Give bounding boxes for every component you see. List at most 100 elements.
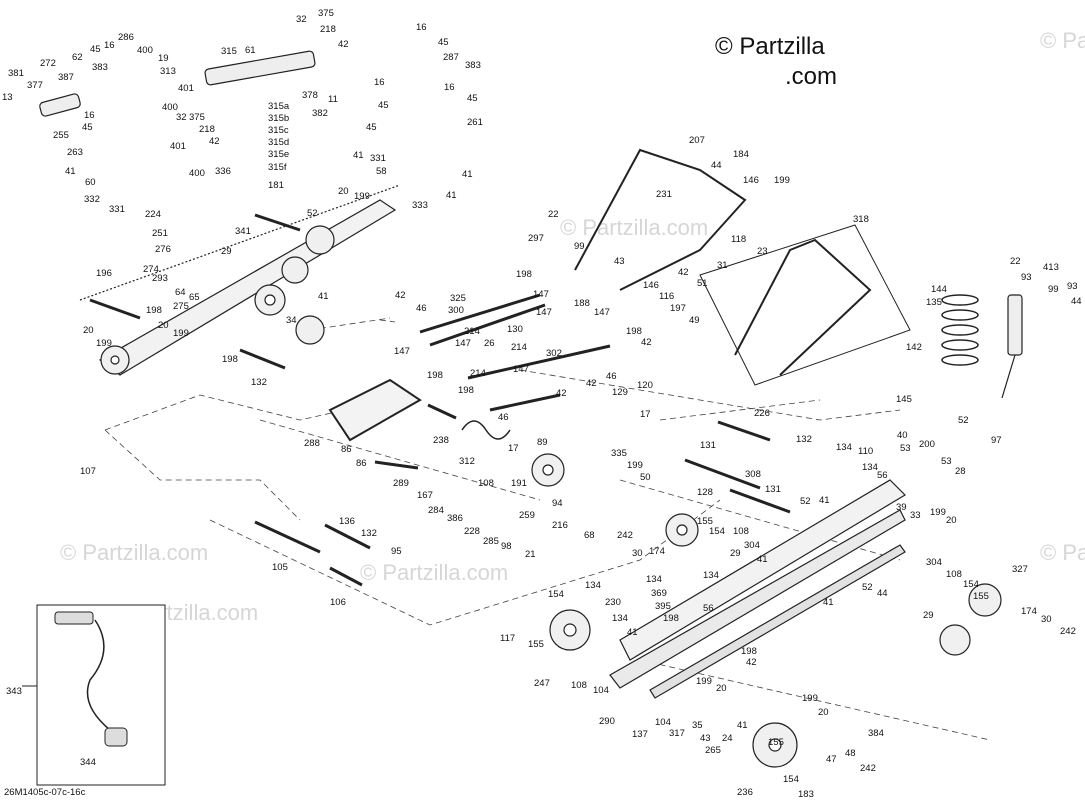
part-callout: 155 <box>768 737 784 748</box>
part-callout: 45 <box>90 44 101 55</box>
part-callout: 29 <box>923 610 934 621</box>
part-callout: 47 <box>826 754 837 765</box>
part-callout: 275 <box>173 301 189 312</box>
part-callout: 56 <box>877 470 888 481</box>
part-callout: 68 <box>584 530 595 541</box>
part-callout: 29 <box>730 548 741 559</box>
part-callout: 261 <box>467 117 483 128</box>
part-callout: 147 <box>394 346 410 357</box>
rail-beam <box>79 184 906 699</box>
part-callout: 145 <box>896 394 912 405</box>
part-callout: 218 <box>320 24 336 35</box>
part-callout: 53 <box>900 443 911 454</box>
watermark: © Partzilla.com <box>560 215 708 240</box>
part-callout: 272 <box>40 58 56 69</box>
part-callout: 17 <box>508 443 519 454</box>
part-callout: 142 <box>906 342 922 353</box>
part-callout: 207 <box>689 135 705 146</box>
part-callout: 130 <box>507 324 523 335</box>
part-callout: 315e <box>268 149 289 160</box>
springs <box>461 294 979 440</box>
part-callout: 98 <box>501 541 512 552</box>
part-callout: 33 <box>910 510 921 521</box>
part-callout: 20 <box>338 186 349 197</box>
part-callout: 198 <box>146 305 162 316</box>
part-callout: 154 <box>709 526 725 537</box>
part-callout: 20 <box>716 683 727 694</box>
part-callout: 218 <box>199 124 215 135</box>
part-callout: 17 <box>640 409 651 420</box>
part-callout: 288 <box>304 438 320 449</box>
part-callout: 274 <box>143 264 159 275</box>
part-callout: 52 <box>307 208 318 219</box>
part-callout: 134 <box>585 580 601 591</box>
shafts-and-bars <box>89 213 791 587</box>
part-callout: 199 <box>802 693 818 704</box>
part-callout: 293 <box>152 273 168 284</box>
part-callout: 19 <box>158 53 169 64</box>
part-callout: 20 <box>158 320 169 331</box>
part-callout: 64 <box>175 287 186 298</box>
part-callout: 105 <box>272 562 288 573</box>
part-callout: 375 <box>189 112 205 123</box>
part-callout: 131 <box>765 484 781 495</box>
part-callout: 400 <box>189 168 205 179</box>
part-callout: 147 <box>533 289 549 300</box>
part-callout: 188 <box>574 298 590 309</box>
part-callout: 315f <box>268 162 287 173</box>
part-callout: 52 <box>800 496 811 507</box>
part-callout: 199 <box>354 191 370 202</box>
part-callout: 42 <box>209 136 220 147</box>
brand-line-1: © Partzilla <box>715 33 825 60</box>
part-callout: 181 <box>268 180 284 191</box>
part-callout: 155 <box>697 516 713 527</box>
part-callout: 302 <box>546 348 562 359</box>
part-callout: 336 <box>215 166 231 177</box>
part-callout: 43 <box>614 256 625 267</box>
part-callout: 16 <box>104 40 115 51</box>
part-callout: 99 <box>574 241 585 252</box>
part-callout: 42 <box>338 39 349 50</box>
rear-arm-inset <box>699 224 911 386</box>
part-callout: 154 <box>548 589 564 600</box>
part-callout: 134 <box>836 442 852 453</box>
part-callout: 259 <box>519 510 535 521</box>
part-callout: 42 <box>556 388 567 399</box>
part-callout: 198 <box>741 646 757 657</box>
part-callout: 200 <box>919 439 935 450</box>
part-callout: 41 <box>737 720 748 731</box>
part-callout: 341 <box>235 226 251 237</box>
part-callout: 95 <box>391 546 402 557</box>
part-callout: 400 <box>137 45 153 56</box>
part-callout: 184 <box>733 149 749 160</box>
part-callout: 94 <box>552 498 563 509</box>
part-callout: 93 <box>1067 281 1078 292</box>
part-callout: 369 <box>651 588 667 599</box>
part-callout: 16 <box>374 77 385 88</box>
part-callout: 41 <box>819 495 830 506</box>
part-callout: 106 <box>330 597 346 608</box>
part-callout: 104 <box>593 685 609 696</box>
part-callout: 137 <box>632 729 648 740</box>
part-callout: 20 <box>818 707 829 718</box>
part-callout: 39 <box>896 502 907 513</box>
part-callout: 199 <box>627 460 643 471</box>
part-callout: 147 <box>513 364 529 375</box>
part-callout: 325 <box>450 293 466 304</box>
part-callout: 22 <box>1010 256 1021 267</box>
part-callout: 290 <box>599 716 615 727</box>
part-callout: 49 <box>689 315 700 326</box>
part-callout: 199 <box>696 676 712 687</box>
part-callout: 41 <box>757 554 768 565</box>
part-callout: 313 <box>160 66 176 77</box>
part-callout: 384 <box>868 728 884 739</box>
part-callout: 51 <box>697 278 708 289</box>
part-callout: 276 <box>155 244 171 255</box>
part-callout: 226 <box>754 408 770 419</box>
part-callout: 242 <box>1060 626 1076 637</box>
part-callout: 331 <box>109 204 125 215</box>
part-callout: 131 <box>700 440 716 451</box>
part-callout: 318 <box>853 214 869 225</box>
